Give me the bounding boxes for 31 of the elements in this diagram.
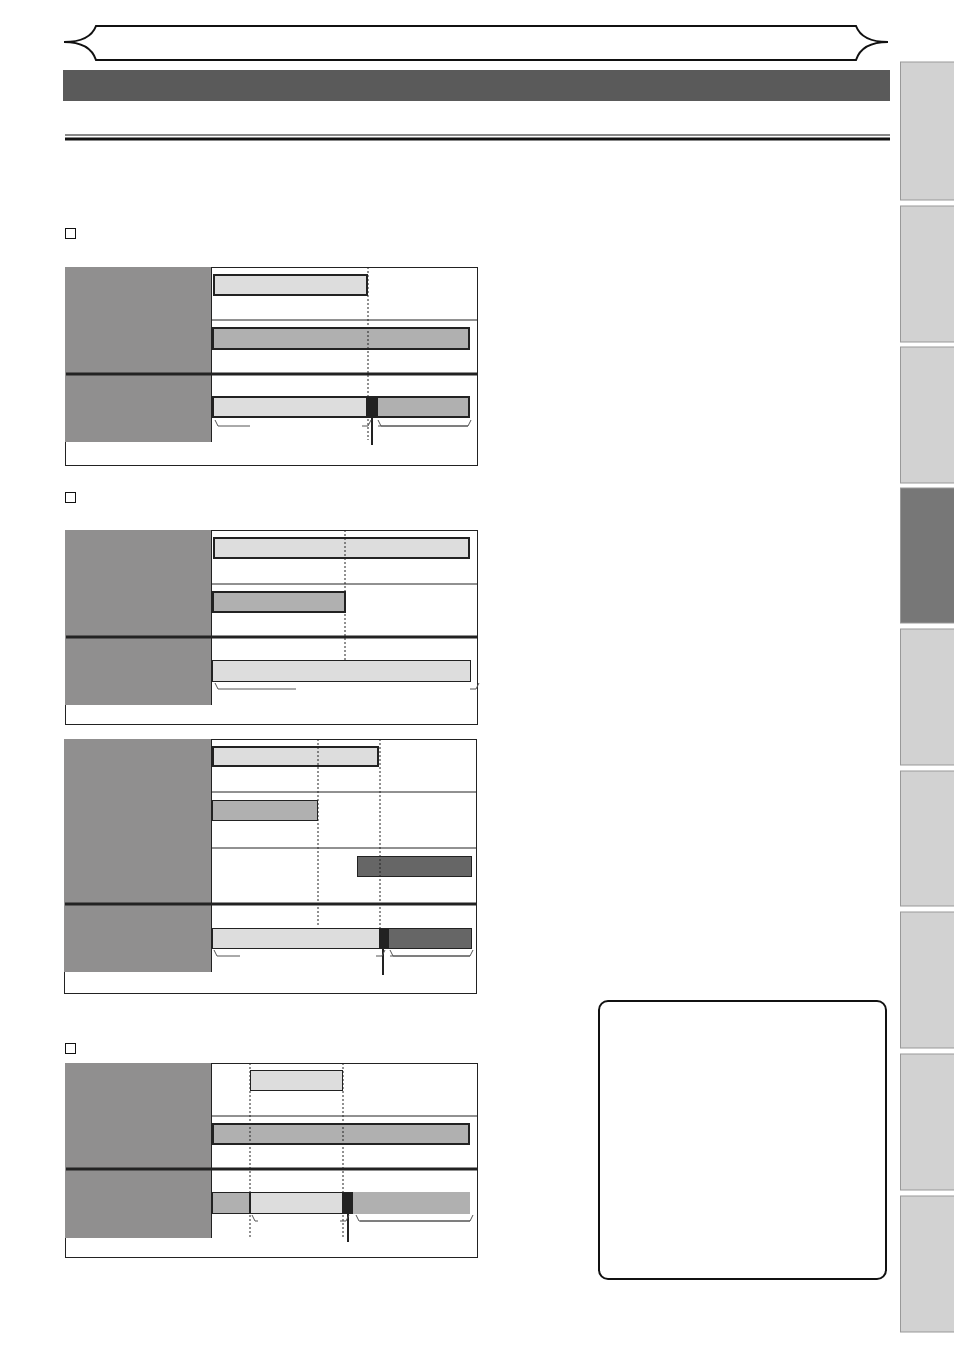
timeline-bar [212,1192,250,1214]
timeline-panel [65,530,478,725]
timeline-bar [250,1070,343,1091]
row-header [64,904,212,972]
row-header [65,530,212,584]
timeline-bar [250,1192,343,1214]
row-header [65,1169,212,1238]
row-header [64,848,212,904]
timeline-bar [388,928,472,949]
timeline-bar [212,746,379,767]
timeline-bar [212,1123,470,1145]
timeline-bar [213,537,470,559]
row-header [65,1116,212,1169]
row-header [65,1063,212,1116]
timeline-bar [212,327,470,350]
note-box [598,1000,887,1280]
row-header [65,320,212,374]
timeline-bar [353,1192,470,1214]
row-header [65,637,212,705]
timeline-bar [212,660,471,682]
timeline-bar [212,928,380,949]
timeline-bar [212,591,346,613]
row-header [64,739,212,792]
timeline-bar [376,396,470,418]
row-header [65,267,212,320]
timeline-bar [213,274,368,296]
timeline-bar [212,396,368,418]
row-header [65,584,212,637]
timeline-bar [357,856,472,877]
row-header [65,374,212,442]
timeline-bar [212,800,318,821]
